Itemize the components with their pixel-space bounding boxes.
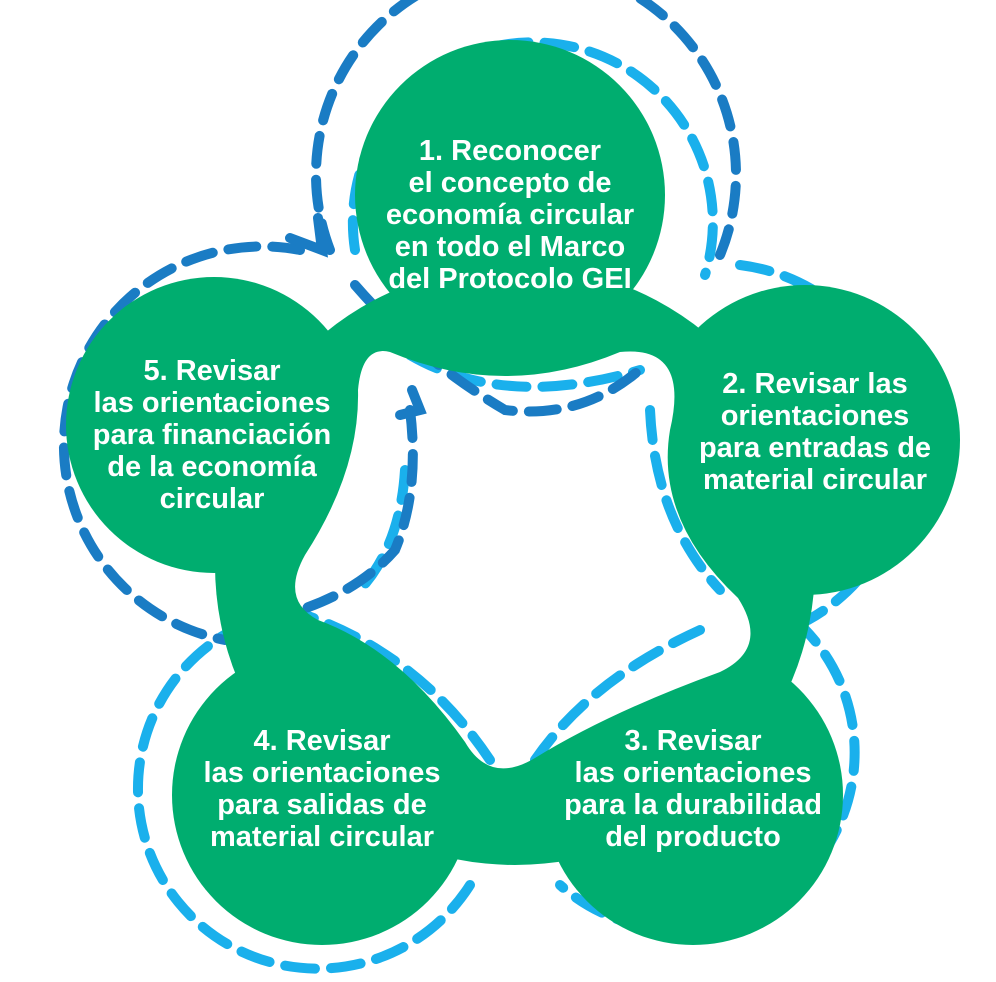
circular-economy-diagram: 1. Reconocer el concepto de economía cir…	[0, 0, 996, 977]
diagram-canvas	[0, 0, 996, 977]
green-flower-shape	[0, 0, 996, 977]
